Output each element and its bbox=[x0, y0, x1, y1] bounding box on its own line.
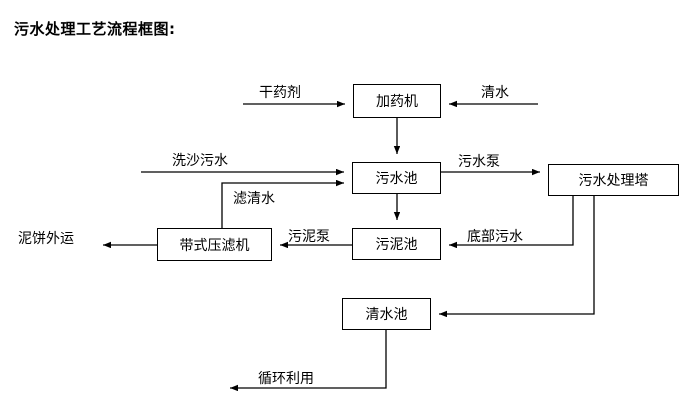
edge-tower-to-sludge-pool bbox=[449, 196, 574, 249]
edge-label-sewage-pump: 污水泵 bbox=[458, 154, 500, 170]
node-label: 带式压滤机 bbox=[179, 237, 250, 254]
terminal-label-sand-washing-sewage: 洗沙污水 bbox=[172, 153, 228, 169]
node-label: 污水处理塔 bbox=[578, 173, 649, 189]
node-dosing-machine[interactable]: 加药机 bbox=[353, 84, 441, 118]
node-sludge-pool[interactable]: 污泥池 bbox=[352, 228, 441, 260]
terminal-label-dry-agent: 干药剂 bbox=[259, 85, 301, 101]
terminal-label-mud-cake-transport: 泥饼外运 bbox=[18, 231, 74, 247]
node-label: 污水池 bbox=[375, 171, 418, 187]
edge-label-filtrate: 滤清水 bbox=[233, 191, 275, 207]
node-sewage-pool[interactable]: 污水池 bbox=[352, 162, 441, 194]
edge-label-recycle-reuse: 循环利用 bbox=[258, 371, 314, 387]
node-belt-filter-press[interactable]: 带式压滤机 bbox=[157, 228, 272, 261]
edge-tower-to-clear-pool bbox=[439, 196, 595, 318]
edge-label-bottom-sewage: 底部污水 bbox=[467, 229, 523, 245]
edge-label-sludge-pump: 污泥泵 bbox=[288, 229, 330, 245]
terminal-label-clean-water: 清水 bbox=[481, 85, 509, 101]
node-label: 清水池 bbox=[365, 307, 408, 323]
node-label: 污泥池 bbox=[375, 237, 418, 253]
node-label: 加药机 bbox=[376, 94, 418, 110]
edge-clear-pool-to-recycle bbox=[230, 330, 387, 392]
edge-filter-press-to-sewage-pool bbox=[221, 179, 344, 228]
page-title: 污水处理工艺流程框图: bbox=[14, 20, 176, 38]
node-clear-water-pool[interactable]: 清水池 bbox=[342, 298, 431, 330]
node-sewage-treatment-tower[interactable]: 污水处理塔 bbox=[548, 164, 679, 196]
